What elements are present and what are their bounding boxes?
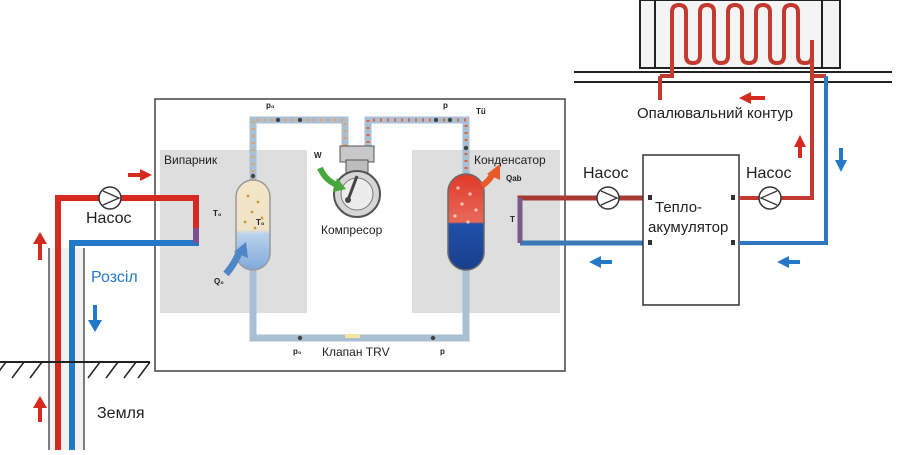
symbol-t-cond: T bbox=[510, 215, 515, 224]
label-compressor: Компресор bbox=[321, 223, 383, 237]
label-evaporator: Випарник bbox=[164, 153, 218, 167]
compressor-pin bbox=[345, 197, 351, 203]
heating-return-pipe bbox=[739, 76, 828, 245]
arrow-left-storage-return-head bbox=[589, 256, 601, 268]
symbol-t0-inner: T₀ bbox=[256, 218, 265, 227]
label-heating-circuit: Опалювальний контур bbox=[637, 105, 793, 122]
radiator-room bbox=[574, 0, 892, 83]
symbol-q0: Q₀ bbox=[214, 277, 224, 286]
label-pump-right: Насос bbox=[746, 165, 792, 182]
compressor-rod bbox=[346, 175, 359, 201]
symbol-p-top: p bbox=[443, 101, 448, 110]
pump-left-symbol bbox=[102, 190, 121, 206]
pump-mid-icon bbox=[596, 186, 620, 210]
tank-ports bbox=[648, 195, 735, 245]
symbol-p0-top: p₀ bbox=[266, 101, 275, 110]
label-pump-mid: Насос bbox=[583, 165, 629, 182]
condenser-drops bbox=[453, 186, 478, 224]
arrow-up-heating-head bbox=[794, 135, 806, 147]
arrow-down-heating-head bbox=[835, 160, 847, 172]
arrow-left-heating-head bbox=[739, 92, 751, 104]
borehole bbox=[49, 248, 84, 450]
symbol-t-top: Tü bbox=[476, 107, 486, 116]
pump-right-icon bbox=[758, 186, 782, 210]
label-pump-left: Насос bbox=[86, 210, 132, 227]
evaporator-panel bbox=[160, 150, 307, 313]
heat-out-arrowhead bbox=[487, 164, 500, 180]
condenser-panel bbox=[412, 150, 560, 313]
arrow-down-brine-head bbox=[88, 320, 102, 332]
label-brine: Розсіл bbox=[91, 269, 138, 286]
label-storage-line1: Тепло- bbox=[655, 199, 702, 216]
symbol-p0-bottom: p₀ bbox=[293, 347, 302, 356]
pump-right-symbol bbox=[759, 190, 778, 206]
heat-in-arrowhead bbox=[234, 242, 248, 258]
arrow-left-heating-return-head bbox=[777, 256, 789, 268]
pump-left-icon bbox=[98, 186, 122, 210]
condenser-vessel bbox=[447, 173, 485, 271]
label-valve: Клапан TRV bbox=[322, 345, 390, 359]
compressor bbox=[333, 145, 381, 218]
heat-storage-tank bbox=[642, 154, 740, 306]
arrow-right-supply-head bbox=[140, 169, 152, 181]
coil-outlet bbox=[660, 68, 674, 78]
symbol-t0-evap: T₀ bbox=[213, 209, 222, 218]
symbol-qab: Qab bbox=[506, 174, 522, 183]
label-storage-line2: акумулятор bbox=[648, 219, 728, 236]
work-input-arrowhead bbox=[333, 178, 346, 192]
arrow-up-ground-1-head bbox=[33, 232, 47, 244]
compressor-crank-inner bbox=[340, 177, 374, 211]
ground-supply-pipe bbox=[55, 195, 199, 450]
pump-mid-symbol bbox=[600, 190, 619, 206]
sensor-dots bbox=[250, 117, 469, 341]
arrow-up-ground-2-head bbox=[33, 396, 47, 408]
ground-loop bbox=[0, 195, 199, 450]
ground-hatching bbox=[0, 361, 151, 379]
label-condenser: Конденсатор bbox=[474, 153, 546, 167]
symbol-p-bottom: p bbox=[440, 347, 445, 356]
symbol-w: W bbox=[314, 151, 322, 160]
label-ground: Земля bbox=[97, 405, 145, 422]
floor-heating-coil bbox=[670, 2, 814, 68]
evaporator-bubbles bbox=[243, 194, 264, 230]
